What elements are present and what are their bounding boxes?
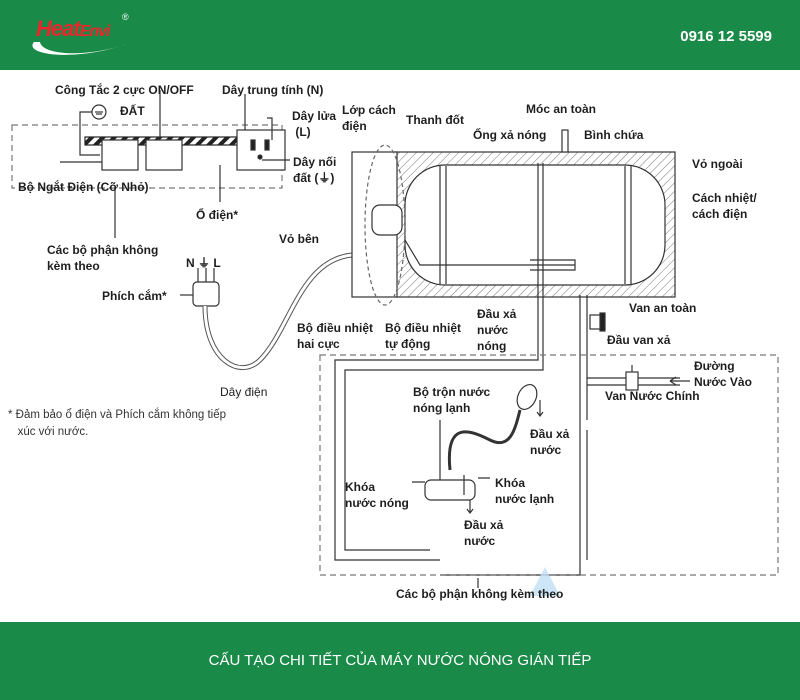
label-safety-valve: Van an toàn: [629, 301, 697, 315]
label-hot-pipe: Ống xả nóng: [473, 128, 547, 142]
label-not-included-bottom: Các bộ phận không kèm theo: [396, 587, 564, 601]
shower-hose: [447, 409, 522, 471]
inner-tank: [404, 164, 666, 286]
label-plug-pins: N ⏚ L: [186, 256, 221, 270]
label-thermal-insulation: Cách nhiệt/cách điện: [692, 191, 757, 221]
label-side-case: Vỏ bên: [279, 232, 320, 246]
registered-icon: ®: [122, 12, 129, 22]
header-bar: HeatEnvi ® 0916 12 5599: [0, 0, 800, 70]
shower-head: [516, 384, 538, 410]
socket: [236, 129, 286, 171]
switch-box: [145, 139, 183, 171]
label-tank: Bình chứa: [584, 128, 644, 142]
breaker-box: [101, 139, 139, 171]
label-neutral-wire: Dây trung tính (N): [222, 83, 324, 97]
label-main-valve: Van Nước Chính: [605, 389, 700, 403]
label-live-wire: Dây lửa (L): [292, 109, 337, 139]
label-earth: ĐẤT: [120, 104, 145, 118]
plug: [192, 281, 220, 307]
water-heater-diagram: [11, 90, 779, 596]
label-switch: Công Tắc 2 cực ON/OFF: [55, 83, 194, 97]
logo-wordmark: HeatEnvi: [36, 16, 110, 41]
label-outer-case: Vỏ ngoài: [692, 157, 743, 171]
label-socket: Ổ điện*: [196, 208, 239, 222]
safety-note: * Đảm bảo ổ điện và Phích cắm không tiếp…: [8, 409, 226, 438]
hot-pipe: [537, 163, 544, 295]
label-heating-element: Thanh đốt: [406, 113, 464, 127]
label-plug: Phích cắm*: [102, 289, 167, 303]
label-breaker: Bộ Ngắt Điện (Cỡ Nhỏ): [18, 180, 149, 194]
logo-swoosh-icon: [32, 42, 132, 55]
safety-hook: [561, 129, 569, 153]
footer-bar: CẤU TẠO CHI TIẾT CỦA MÁY NƯỚC NÓNG GIÁN …: [0, 622, 800, 700]
not-included-box-bottom: [319, 354, 779, 576]
phone-number[interactable]: 0916 12 5599: [680, 28, 772, 45]
brand-logo[interactable]: HeatEnvi ®: [22, 12, 142, 60]
label-safety-hook: Móc an toàn: [526, 102, 597, 116]
label-power-cord: Dây điện: [220, 385, 268, 399]
mixer-tap: [424, 479, 476, 501]
footer-title: CẤU TẠO CHI TIẾT CỦA MÁY NƯỚC NÓNG GIÁN …: [208, 652, 592, 669]
label-drain-valve: Đầu van xả: [607, 333, 671, 347]
thermostat: [371, 204, 403, 236]
